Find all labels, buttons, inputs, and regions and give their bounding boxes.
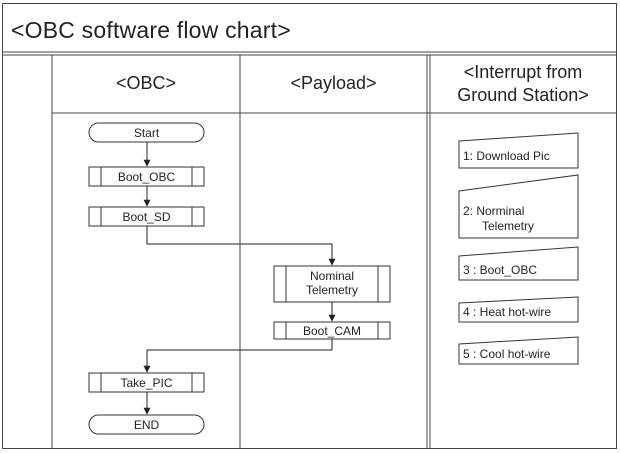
table-grid (2, 3, 617, 449)
page-title: <OBC software flow chart> (11, 17, 291, 43)
nominal-telemetry-line2: Telemetry (305, 283, 358, 297)
boot-sd-label: Boot_SD (122, 210, 171, 224)
column-header-interrupt: <Interrupt from Ground Station> (430, 61, 616, 107)
interrupt-4-box (458, 296, 579, 323)
boot-sd-process (88, 206, 205, 227)
interrupt-5-label: 5 : Cool hot-wire (463, 347, 551, 361)
interrupt-5-box (458, 336, 579, 365)
interrupt-3-label: 3 : Boot_OBC (463, 263, 538, 277)
column-header-obc: <OBC> (115, 73, 177, 93)
boot-cam-label: Boot_CAM (302, 324, 362, 338)
interrupt-4-label: 4 : Heat hot-wire (463, 305, 552, 319)
interrupt-2-box (458, 174, 579, 239)
column-header-interrupt-line1: <Interrupt from (463, 62, 583, 82)
nominal-telemetry-label: Nominal Telemetry (274, 269, 390, 297)
boot-cam-process (273, 321, 391, 340)
boot-obc-label: Boot_OBC (117, 170, 176, 184)
interrupt-2-line2: Telemetry (482, 219, 535, 233)
end-label: END (133, 418, 160, 432)
take-pic-label: Take_PIC (120, 376, 173, 390)
interrupt-1-label: 1: Download Pic (463, 149, 550, 163)
interrupt-3-box (458, 246, 579, 281)
end-terminal (88, 414, 205, 435)
interrupt-2-line1: 2: Norminal (463, 204, 525, 218)
interrupt-1-box (458, 132, 579, 169)
start-label: Start (133, 126, 160, 140)
nominal-telemetry-line1: Nominal (309, 269, 354, 283)
column-header-payload: <Payload> (290, 73, 377, 93)
column-header-interrupt-line2: Ground Station> (457, 85, 589, 105)
flow-connectors (143, 142, 336, 415)
interrupt-2-label: 2: Norminal Telemetry (463, 204, 534, 234)
